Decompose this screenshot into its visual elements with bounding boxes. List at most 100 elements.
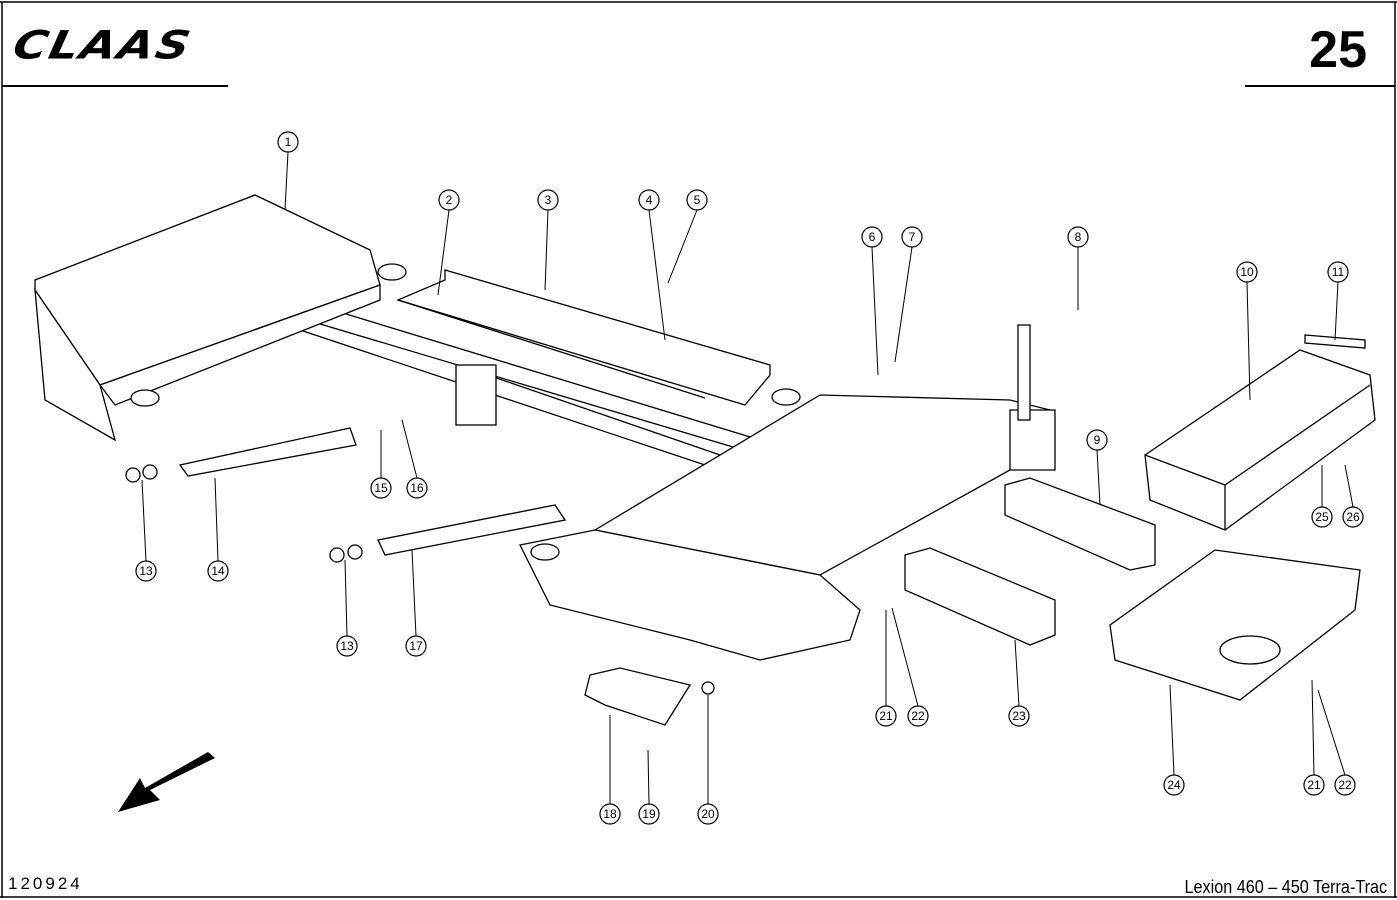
callout-22: 22 xyxy=(1334,774,1356,796)
callout-label: 21 xyxy=(879,709,893,723)
part-18-bracket xyxy=(584,667,692,726)
rear-bracket xyxy=(1009,409,1056,471)
callout-circle xyxy=(907,705,929,727)
callout-19: 19 xyxy=(638,803,660,825)
leader-line xyxy=(667,209,698,284)
callout-label: 26 xyxy=(1346,510,1360,524)
callout-circle xyxy=(370,477,392,499)
callout-circle xyxy=(861,226,883,248)
leader-line xyxy=(1344,464,1354,508)
callout-circle xyxy=(1342,506,1364,528)
leader-line xyxy=(1317,689,1346,776)
callout-circle xyxy=(599,803,621,825)
part-23-channel xyxy=(904,547,1056,646)
part-11-plate xyxy=(1304,334,1366,349)
leader-line xyxy=(871,246,879,376)
callout-label: 24 xyxy=(1167,778,1181,792)
callout-circle xyxy=(405,635,427,657)
callout-circle xyxy=(1163,774,1185,796)
callout-8: 8 xyxy=(1067,226,1089,248)
callout-label: 10 xyxy=(1240,265,1254,279)
callout-1: 1 xyxy=(277,131,299,153)
callout-circle xyxy=(638,189,660,211)
leader-line xyxy=(1169,684,1175,776)
callout-23: 23 xyxy=(1008,705,1030,727)
callout-circle xyxy=(537,189,559,211)
part-9-channel xyxy=(1004,477,1156,571)
callout-label: 23 xyxy=(1012,709,1026,723)
callout-label: 5 xyxy=(694,193,701,207)
leader-line xyxy=(647,749,650,805)
leader-line xyxy=(1334,281,1339,341)
callout-9: 9 xyxy=(1086,429,1108,451)
claas-logo: CLAAS xyxy=(9,22,197,68)
callout-25: 25 xyxy=(1311,506,1333,528)
callout-circle xyxy=(686,189,708,211)
callout-24: 24 xyxy=(1163,774,1185,796)
leader-line xyxy=(141,479,147,562)
callout-label: 22 xyxy=(911,709,925,723)
callout-label: 11 xyxy=(1332,265,1345,279)
callout-circle xyxy=(1334,774,1356,796)
callout-circle xyxy=(406,477,428,499)
callout-label: 20 xyxy=(701,807,715,821)
callout-label: 16 xyxy=(410,481,424,495)
leader-line xyxy=(891,607,919,707)
callout-label: 9 xyxy=(1094,433,1101,447)
part-3-channel xyxy=(396,269,771,406)
callout-label: 22 xyxy=(1338,778,1352,792)
callout-label: 8 xyxy=(1075,230,1082,244)
page-number: 25 xyxy=(1309,21,1367,79)
callout-11: 11 xyxy=(1327,261,1349,283)
part-17-tie-rod xyxy=(377,504,567,556)
callout-13: 13 xyxy=(135,560,157,582)
callout-22: 22 xyxy=(907,705,929,727)
rail-flange xyxy=(455,364,497,426)
callout-13: 13 xyxy=(336,635,358,657)
callout-14: 14 xyxy=(207,560,229,582)
callout-label: 13 xyxy=(139,564,153,578)
callout-label: 2 xyxy=(446,193,453,207)
callout-3: 3 xyxy=(537,189,559,211)
main-rear-side xyxy=(519,529,861,661)
callout-circle xyxy=(1327,261,1349,283)
callout-label: 6 xyxy=(869,230,876,244)
leader-line xyxy=(401,419,418,479)
callout-circle xyxy=(438,189,460,211)
callout-10: 10 xyxy=(1236,261,1258,283)
callout-label: 25 xyxy=(1315,510,1329,524)
callout-circle xyxy=(638,803,660,825)
leader-line xyxy=(411,549,417,637)
callout-21: 21 xyxy=(1303,774,1325,796)
part-1-edge xyxy=(98,284,381,406)
callout-21: 21 xyxy=(875,705,897,727)
callout-label: 3 xyxy=(545,193,552,207)
drawing-number: 120924 xyxy=(8,874,83,893)
callout-label: 14 xyxy=(211,564,225,578)
leader-line xyxy=(284,151,289,211)
leader-line xyxy=(1311,679,1315,776)
leader-line xyxy=(214,477,219,562)
leader-line xyxy=(648,209,666,341)
callout-circle xyxy=(875,705,897,727)
part-24-frame xyxy=(1109,549,1361,701)
callout-circle xyxy=(207,560,229,582)
callout-circle xyxy=(336,635,358,657)
callout-circle xyxy=(1067,226,1089,248)
callout-5: 5 xyxy=(686,189,708,211)
leader-line xyxy=(894,246,913,363)
callout-20: 20 xyxy=(697,803,719,825)
callout-16: 16 xyxy=(406,477,428,499)
leader-line xyxy=(1246,281,1251,401)
callout-18: 18 xyxy=(599,803,621,825)
part-20-washer xyxy=(701,681,715,695)
leader-line xyxy=(437,209,450,296)
callout-label: 4 xyxy=(646,193,653,207)
callout-label: 17 xyxy=(409,639,423,653)
part-14-tie-rod xyxy=(178,427,357,477)
callout-circle xyxy=(1303,774,1325,796)
callout-2: 2 xyxy=(438,189,460,211)
callout-26: 26 xyxy=(1342,506,1364,528)
callout-label: 1 xyxy=(285,135,292,149)
